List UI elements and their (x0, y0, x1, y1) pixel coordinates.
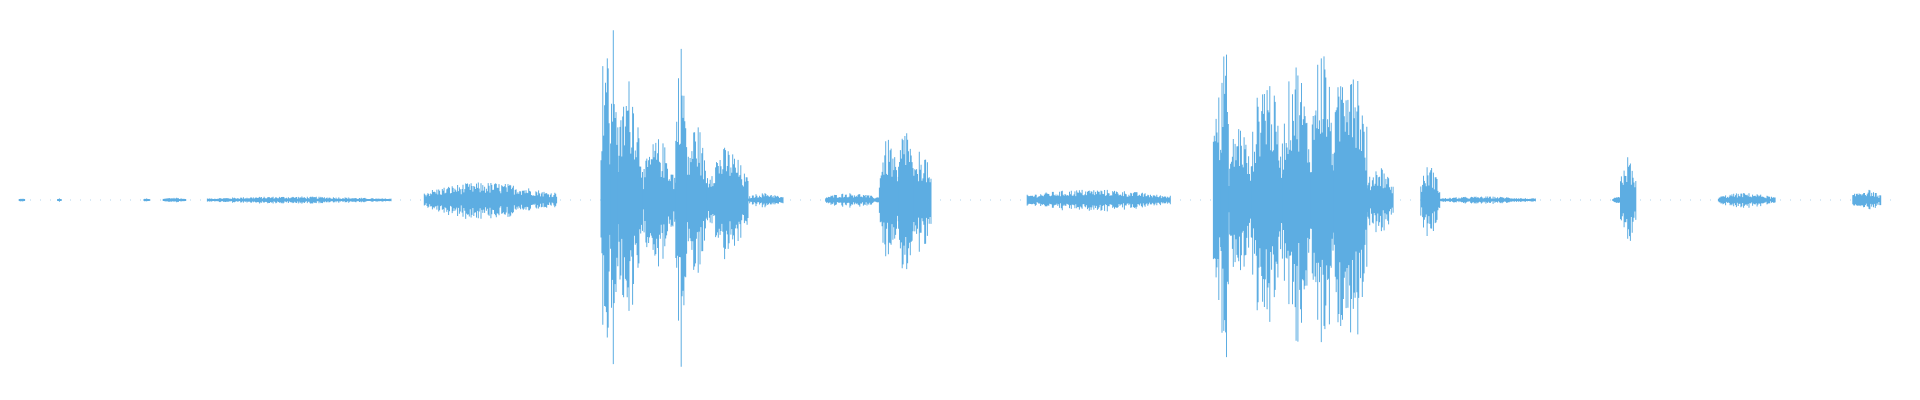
waveform-segment (143, 198, 150, 202)
waveform-segment (1212, 97, 1222, 300)
waveform-segment (1620, 157, 1637, 241)
waveform-segment-path (825, 193, 880, 208)
waveform-segment (675, 48, 688, 367)
waveform-segment-path (610, 30, 619, 365)
waveform-segment-path (1310, 56, 1335, 343)
waveform-segment-path (18, 198, 26, 202)
waveform-segment-path (1620, 157, 1637, 241)
waveform-segment (1251, 86, 1283, 322)
waveform-segment (706, 147, 749, 260)
waveform-segment-path (1228, 129, 1252, 271)
waveform-segment-path (1251, 86, 1283, 322)
waveform-segment (748, 193, 784, 208)
waveform-segment-path (600, 58, 611, 338)
waveform-segment (1310, 56, 1335, 343)
waveform-segment (878, 139, 899, 257)
waveform-segment-path (162, 197, 187, 203)
waveform-segment (18, 198, 26, 202)
waveform-segment (1717, 193, 1776, 208)
waveform-segment (600, 58, 611, 338)
waveform-segment (1220, 54, 1229, 358)
waveform-segment (423, 182, 558, 219)
waveform-segment-path (57, 198, 62, 202)
waveform-segment-path (1220, 54, 1229, 358)
waveform-segment-path (1366, 168, 1394, 233)
waveform-segment-path (1439, 196, 1536, 204)
waveform-segment (57, 198, 62, 202)
waveform-segment-path (1420, 167, 1441, 236)
waveform-segment-path (686, 127, 707, 273)
waveform-segment-path (1717, 193, 1776, 208)
waveform-segment (1852, 189, 1882, 210)
waveform-segment (162, 197, 187, 203)
waveform-segment-path (1852, 189, 1882, 210)
waveform-segment (1366, 168, 1394, 233)
waveform-segment-path (617, 81, 643, 311)
waveform-segment (913, 151, 932, 252)
waveform-segment (610, 30, 619, 365)
waveform-segment-path (748, 193, 784, 208)
waveform-segment-path (913, 151, 932, 252)
waveform-segment-path (675, 48, 688, 367)
waveform-segment (206, 196, 392, 204)
waveform-segment (1026, 189, 1171, 212)
waveform-segment (1333, 79, 1368, 335)
waveform-segment-path (1282, 67, 1311, 342)
waveform-segment (617, 81, 643, 311)
waveform-segment (1282, 67, 1311, 342)
waveform-segment-path (878, 139, 899, 257)
waveform-segment-path (1026, 189, 1171, 212)
waveform-segment-path (423, 182, 558, 219)
waveform-segment-path (898, 133, 915, 270)
waveform-segment-path (1333, 79, 1368, 335)
waveform-segment (686, 127, 707, 273)
waveform-segment (1228, 129, 1252, 271)
waveform-segment-path (206, 196, 392, 204)
waveform-segment (642, 139, 677, 267)
waveform-segment-path (1212, 97, 1222, 300)
waveform-segment-path (143, 198, 150, 202)
waveform-segment (898, 133, 915, 270)
waveform-segment-path (642, 139, 677, 267)
waveform-segment (1420, 167, 1441, 236)
waveform-segment (1439, 196, 1536, 204)
waveform-segment (825, 193, 880, 208)
waveform-segment-path (706, 147, 749, 260)
